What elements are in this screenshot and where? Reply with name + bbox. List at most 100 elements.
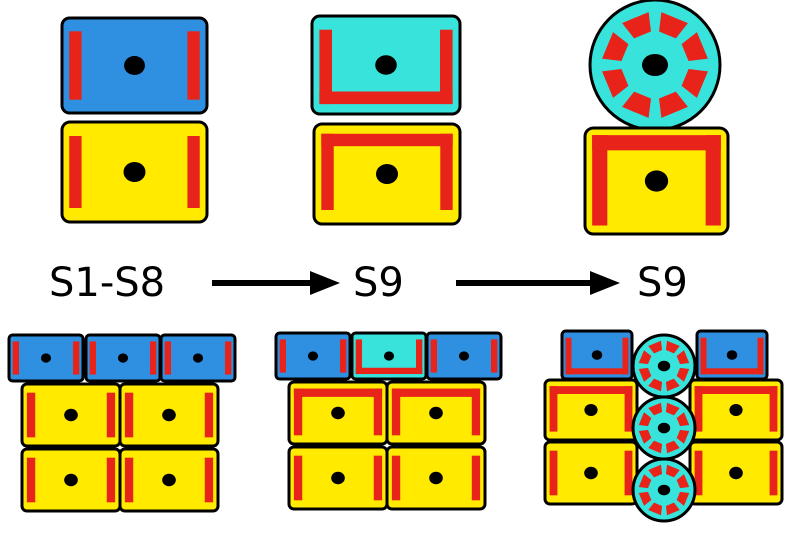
polarity-bar-top <box>391 388 481 397</box>
br-round-cell-2 <box>631 395 697 461</box>
polarity-bar-right <box>622 337 629 375</box>
polarity-segment <box>665 440 680 454</box>
polarity-bar-right <box>373 388 383 436</box>
polarity-segment <box>659 12 688 39</box>
bm-blue-cell-2 <box>425 331 503 381</box>
nucleus <box>375 55 397 75</box>
top-s1s8-blue-cell <box>60 16 209 115</box>
polarity-bar-right <box>204 457 214 503</box>
br-round-cell-3 <box>631 457 697 523</box>
polarity-bar-top <box>549 386 633 394</box>
nucleus <box>383 351 395 361</box>
bm-yellow-cell-2 <box>385 380 487 446</box>
polarity-bar-left <box>700 337 707 375</box>
polarity-bar-left <box>124 457 134 503</box>
polarity-bar-left <box>26 392 36 438</box>
bl-yellow-cell-4 <box>118 447 220 513</box>
top-s9-cyan-cell <box>310 14 462 116</box>
br-yellow-cell-2 <box>688 378 784 442</box>
top-s9-round-cell <box>588 0 722 132</box>
polarity-segment <box>638 491 652 506</box>
polarity-bar-left <box>565 337 572 375</box>
nucleus <box>331 406 345 420</box>
polarity-bar-left <box>321 133 334 210</box>
bl-yellow-cell-3 <box>20 447 122 513</box>
nucleus <box>331 471 345 485</box>
polarity-bar-left <box>26 457 36 503</box>
polarity-segment <box>602 32 629 61</box>
arrow-2 <box>456 271 620 295</box>
polarity-segment <box>648 402 663 416</box>
polarity-bar-left <box>694 450 703 496</box>
nucleus <box>192 353 204 363</box>
polarity-bar-left <box>12 341 19 375</box>
polarity-bar-right <box>471 455 481 501</box>
br-yellow-cell-1 <box>543 378 639 442</box>
polarity-bar-left <box>592 135 608 226</box>
polarity-bar-right <box>204 392 214 438</box>
polarity-bar-right <box>187 136 200 208</box>
nucleus <box>64 408 78 422</box>
bm-blue-cell-1 <box>274 331 352 381</box>
nucleus <box>458 351 470 361</box>
polarity-segment <box>676 429 690 444</box>
polarity-bar-bottom <box>565 368 629 375</box>
polarity-segment <box>648 502 663 516</box>
polarity-bar-right <box>416 339 423 375</box>
bm-cyan-cell <box>350 331 428 381</box>
polarity-bar-left <box>391 388 401 436</box>
bl-yellow-cell-2 <box>118 382 220 448</box>
bm-yellow-cell-1 <box>287 380 389 446</box>
polarity-segment <box>648 440 663 454</box>
polarity-bar-right <box>106 457 116 503</box>
bl-blue-cell-3 <box>159 333 237 383</box>
br-round-cell-1 <box>631 333 697 399</box>
nucleus <box>124 56 145 75</box>
nucleus <box>644 170 669 192</box>
polarity-segment <box>638 350 652 365</box>
polarity-bar-left <box>549 386 558 432</box>
polarity-bar-left <box>293 388 303 436</box>
polarity-segment <box>659 91 688 118</box>
polarity-segment <box>681 32 708 61</box>
nucleus <box>584 404 598 416</box>
polarity-segment <box>665 340 680 354</box>
br-blue-cell-2 <box>695 329 769 381</box>
polarity-bar-left <box>89 341 96 375</box>
polarity-segment <box>681 69 708 98</box>
polarity-segment <box>638 474 652 489</box>
polarity-bar-bottom <box>700 368 764 375</box>
polarity-segment <box>638 412 652 427</box>
polarity-bar-right <box>624 450 633 496</box>
polarity-segment <box>648 464 663 478</box>
stage-label-s9-middle: S9 <box>353 260 404 306</box>
polarity-segment <box>676 412 690 427</box>
br-yellow-cell-3 <box>543 440 639 506</box>
polarity-segment <box>676 491 690 506</box>
polarity-bar-left <box>69 31 82 100</box>
polarity-bar-left <box>355 339 362 375</box>
nucleus <box>117 353 129 363</box>
polarity-bar-right <box>624 386 633 432</box>
polarity-segment <box>648 378 663 392</box>
polarity-segment <box>676 350 690 365</box>
polarity-bar-bottom <box>355 367 423 375</box>
polarity-bar-right <box>73 341 80 375</box>
polarity-bar-right <box>106 392 116 438</box>
polarity-bar-left <box>319 29 332 105</box>
polarity-bar-top <box>592 135 721 151</box>
top-s9b-yellow-cell <box>583 126 730 236</box>
nucleus <box>726 350 738 360</box>
polarity-segment <box>602 69 629 98</box>
polarity-bar-left <box>293 455 303 501</box>
polarity-bar-top <box>694 386 778 394</box>
nucleus <box>64 473 78 487</box>
bl-blue-cell-2 <box>84 333 162 383</box>
nucleus <box>123 162 146 182</box>
polarity-bar-left <box>124 392 134 438</box>
nucleus <box>729 404 743 416</box>
polarity-segment <box>676 367 690 382</box>
polarity-bar-left <box>164 341 171 375</box>
